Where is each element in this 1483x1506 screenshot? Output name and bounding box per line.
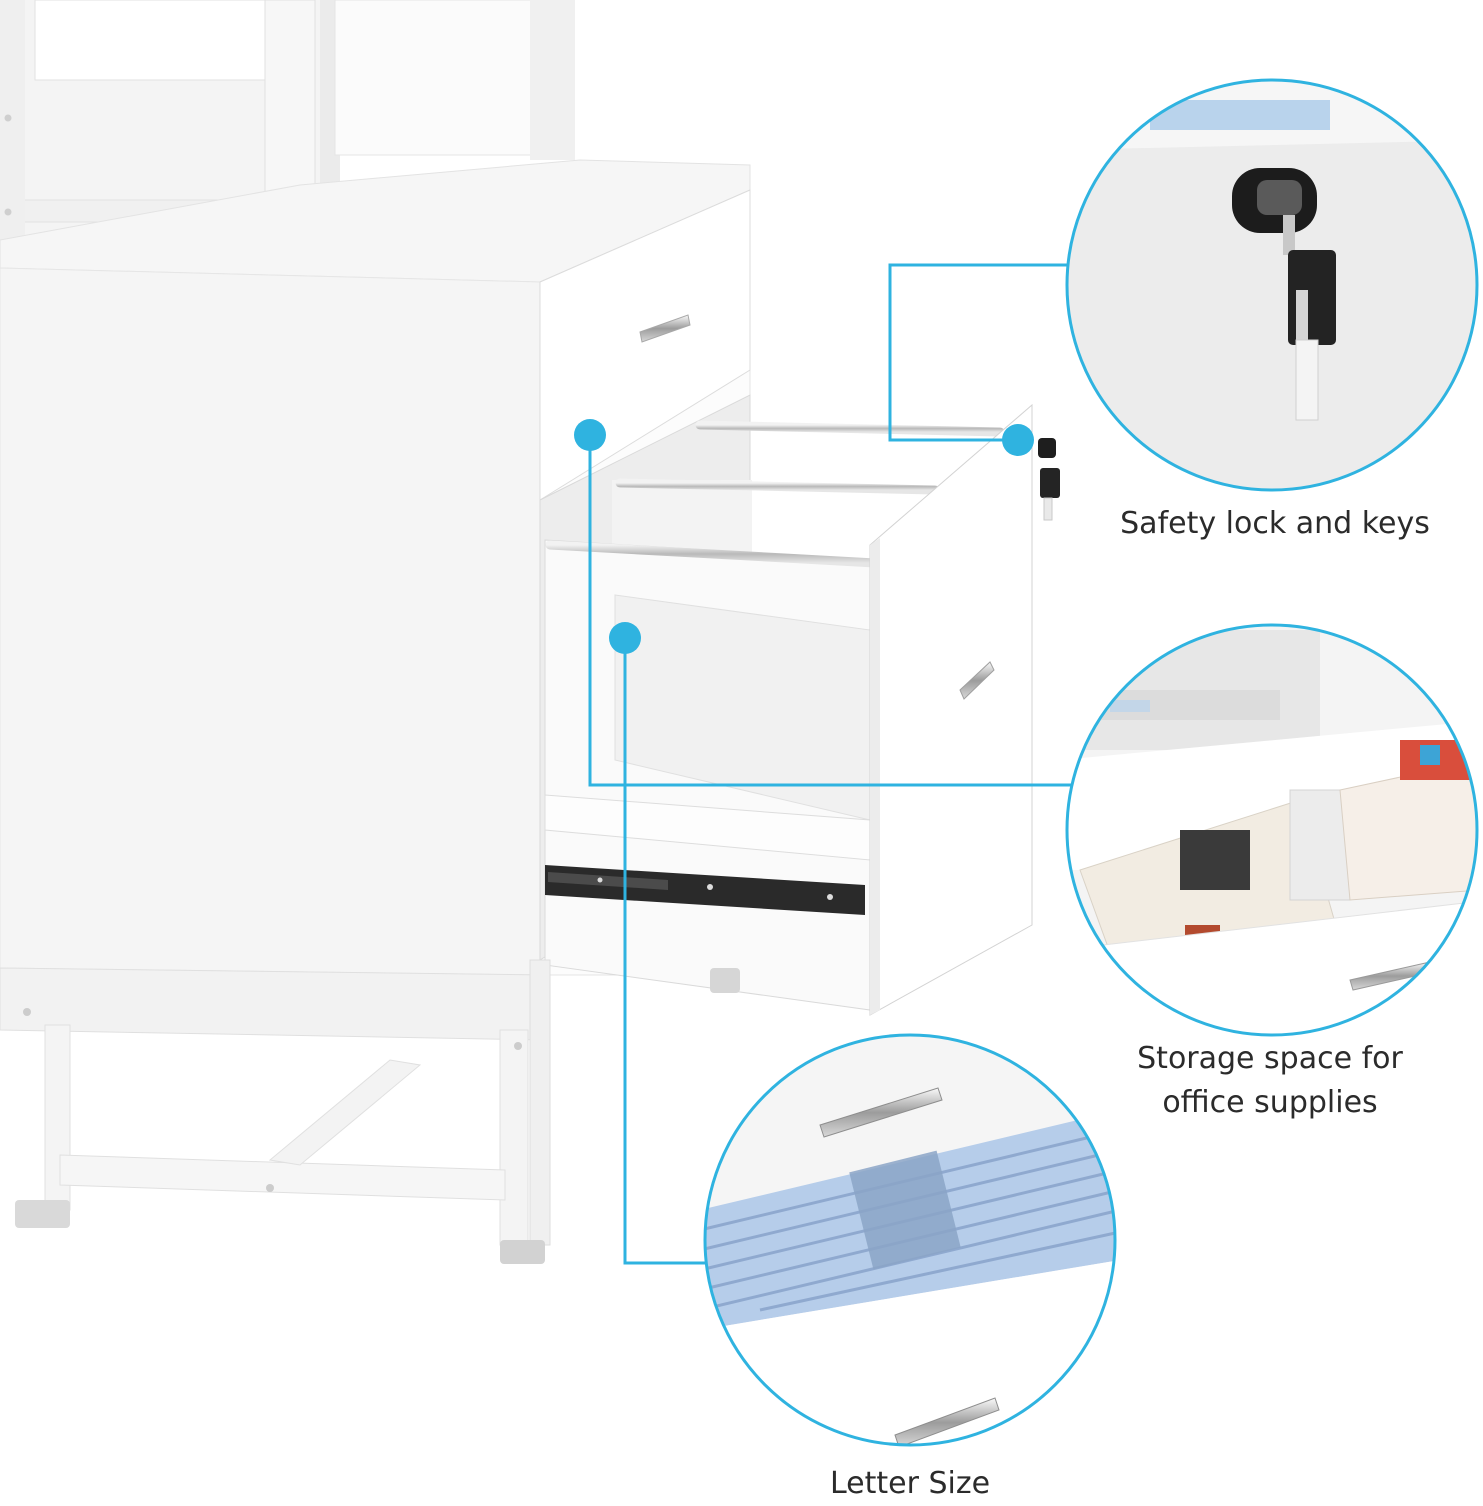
- caption-storage-line-2: office supplies: [1162, 1084, 1378, 1120]
- detail-storage-space: [1065, 623, 1479, 1037]
- storage-callout-dot: [574, 419, 606, 451]
- letter-callout-dot: [609, 622, 641, 654]
- callout-dots: [574, 419, 1034, 654]
- caption-storage-line-1: Storage space for: [1137, 1041, 1403, 1076]
- upper-shelf-frame: [0, 0, 575, 251]
- caption-letter-size: Letter Size: [829, 1466, 991, 1501]
- detail-letter-size: [703, 1033, 1117, 1447]
- detail-lock-and-keys: [1065, 78, 1479, 492]
- hanging-file-rods: [545, 420, 1005, 568]
- caption-safety-lock: Safety lock and keys: [1120, 506, 1430, 541]
- cabinet-base: [0, 959, 740, 1264]
- callout-connectors: [588, 263, 1072, 1265]
- lock-callout-dot: [1002, 424, 1034, 456]
- caption-storage-space: Storage space for office supplies: [1070, 1037, 1470, 1124]
- drawer-lock: [1038, 438, 1060, 521]
- cabinet: [0, 0, 1060, 1264]
